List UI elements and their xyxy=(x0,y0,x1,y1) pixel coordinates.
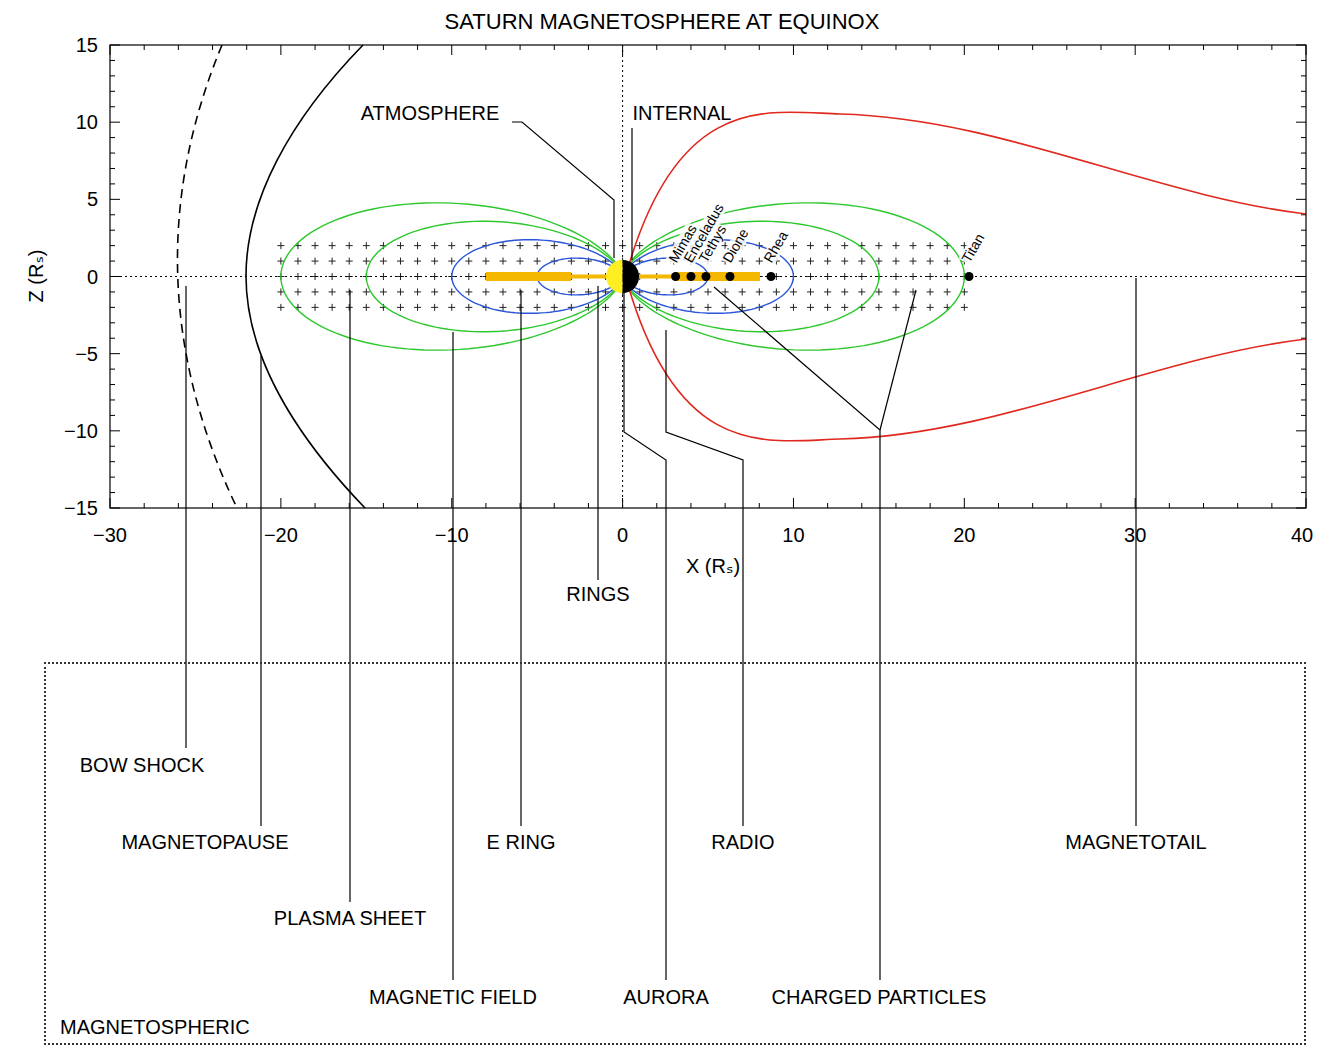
tick-label: −20 xyxy=(264,524,298,546)
dipole-field xyxy=(281,203,964,350)
tick-label: −10 xyxy=(435,524,469,546)
region-label: MAGNETOTAIL xyxy=(1065,831,1207,853)
moon-name: Rhea xyxy=(761,228,792,266)
region-label: PLASMA SHEET xyxy=(274,907,426,929)
tick-label: 15 xyxy=(76,34,98,56)
axis-title: Z (Rₛ) xyxy=(24,250,46,303)
moon-name: Titan xyxy=(959,231,989,267)
leader-lines xyxy=(186,122,1136,980)
saturn-night xyxy=(623,260,640,293)
region-label: CHARGED PARTICLES xyxy=(772,986,987,1008)
region-label: AURORA xyxy=(623,986,709,1008)
tick-label: 5 xyxy=(87,188,98,210)
axis-title: X (Rₛ) xyxy=(686,555,740,577)
region-label: BOW SHOCK xyxy=(80,754,204,776)
chart-title: SATURN MAGNETOSPHERE AT EQUINOX xyxy=(445,10,880,34)
region-label: MAGNETIC FIELD xyxy=(369,986,537,1008)
region-label: RADIO xyxy=(711,831,774,853)
tick-label: 0 xyxy=(87,266,98,288)
tick-label: 40 xyxy=(1291,524,1313,546)
region-label: MAGNETOSPHERIC xyxy=(60,1016,250,1038)
tick-label: 10 xyxy=(76,111,98,133)
tick-label: 20 xyxy=(953,524,975,546)
tick-label: 10 xyxy=(782,524,804,546)
region-label: MAGNETOPAUSE xyxy=(121,831,288,853)
field-line xyxy=(625,221,879,331)
field-line xyxy=(281,203,619,350)
magnetopause-curve xyxy=(246,45,365,508)
open-field-line xyxy=(628,285,1306,441)
tick-marks xyxy=(110,45,1306,508)
leader-label: ATMOSPHERE xyxy=(361,102,500,124)
leader-label: INTERNAL xyxy=(633,102,732,124)
tick-label: −5 xyxy=(75,343,98,365)
open-field-line xyxy=(628,112,1306,268)
tick-label: −10 xyxy=(64,420,98,442)
field-line xyxy=(452,240,621,314)
tick-label: −15 xyxy=(64,497,98,519)
moons xyxy=(671,272,973,281)
group-box: BOW SHOCK MAGNETOPAUSE PLASMA SHEET MAGNETI… xyxy=(44,662,1306,1045)
axis-ticks xyxy=(110,45,1306,508)
saturn-day xyxy=(606,260,623,293)
leader-label: RINGS xyxy=(566,583,629,605)
tick-label: 0 xyxy=(617,524,628,546)
tick-label: −30 xyxy=(93,524,127,546)
region-label: E RING xyxy=(487,831,556,853)
plot-frame xyxy=(110,45,1306,508)
field-line xyxy=(366,221,620,331)
field-line xyxy=(626,203,964,350)
tick-label: 30 xyxy=(1124,524,1146,546)
